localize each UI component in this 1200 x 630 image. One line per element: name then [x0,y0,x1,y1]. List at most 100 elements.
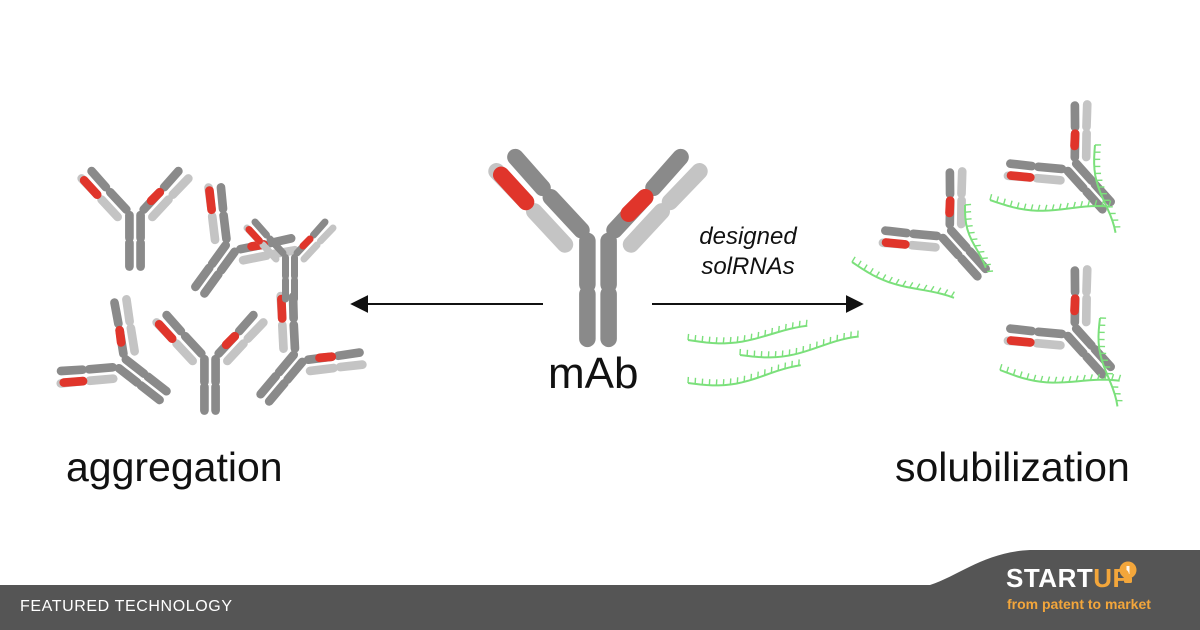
brand-logo[interactable]: STARTUP [1006,563,1130,594]
antibody-segment [946,226,971,252]
antibody-segment [207,240,231,269]
antibody-segment [154,320,177,343]
antibody-segment [622,203,670,253]
antibody-segment [162,310,186,336]
antibody-segment [1063,331,1088,358]
antibody-segment [1032,173,1065,185]
rna-layer [687,144,1123,407]
antibody-segment [1063,166,1088,193]
antibody-segment [277,320,288,353]
antibody-segment [115,325,126,347]
footer-bar [0,585,1200,630]
antibody-segment [148,195,173,222]
antibody-segment [85,374,118,386]
solubilized-antibody [878,167,990,281]
antibody-segment [1090,344,1115,372]
antibody-segment [881,238,910,249]
antibody-segment [264,378,289,406]
antibody-segment [251,218,270,239]
antibody-segment [238,251,271,265]
antibody-segment [159,166,183,192]
antibody-segment [299,235,314,250]
rna-strand [851,256,955,299]
rna-strand [1097,317,1123,407]
antibody-segment [908,229,942,241]
antibody-segment [1082,100,1092,132]
mab-label: mAb [548,349,639,398]
antibody-segment [289,320,300,353]
antibody-segment [907,240,940,252]
antibody-segment [126,323,139,356]
antibody-segment [1033,162,1067,174]
antibody-segment [1081,129,1091,162]
aggregated-antibody [256,291,367,406]
rna-strand [687,359,801,387]
antibody-segment [1081,294,1091,327]
antibody-segment [84,362,118,374]
rna-strand [989,193,1112,212]
antibody-segment [1070,266,1080,297]
antibody-segment [310,218,329,239]
antibody-segment [1071,324,1096,350]
antibody-segment [300,241,321,263]
antibody-segment [146,187,165,206]
solubilized-antibody [1003,265,1115,379]
antibody-segment [221,331,240,350]
antibody-segment [200,270,223,298]
arrow-caption-line1: designed [699,223,797,250]
antibody-segment [315,352,337,363]
antibody-segment [191,263,214,292]
antibody-segment [957,167,967,199]
antibody-segment [256,371,281,399]
antibody-segment [1070,101,1080,132]
antibody-segment [526,203,574,253]
antibody-layer [56,100,1115,415]
aggregation-label: aggregation [66,444,283,490]
antibody-segment [274,350,299,377]
aggregated-antibody [152,310,268,415]
brand-tagline: from patent to market [1007,596,1151,612]
solubilization-label: solubilization [895,444,1130,490]
antibody-segment [945,196,955,218]
antibody-segment [1006,171,1035,182]
antibody-segment [122,295,134,326]
antibody-segment [207,211,220,245]
aggregated-antibody [56,295,171,405]
solubilized-antibody [1003,100,1115,214]
antibody-segment [1032,338,1065,350]
rna-strand [1093,144,1121,233]
antibody-segment [180,331,206,358]
antibody-segment [283,357,307,384]
antibody-segment [172,339,197,366]
antibody-segment [335,360,367,372]
antibody-segment [245,226,263,245]
antibody-segment [492,166,535,211]
antibody-segment [259,241,280,263]
antibody-segment [957,254,982,281]
arrow-caption: designed solRNAs [668,222,828,282]
antibody-segment [965,246,990,274]
antibody-segment [881,226,912,238]
antibody-segment [234,310,258,336]
antibody-segment [97,195,122,222]
antibody-segment [1070,129,1080,151]
footer-caption: FEATURED TECHNOLOGY [20,598,233,615]
antibody-segment [114,363,142,387]
rna-strand [964,203,994,273]
antibody-segment [1006,336,1035,347]
antibody-segment [333,348,364,361]
antibody-segment [205,186,216,215]
aggregated-antibody [77,166,193,271]
antibody-segment [216,247,240,275]
antibody-segment [938,233,963,260]
antibody-segment [1082,265,1092,297]
antibody-segment [1070,294,1080,316]
antibody-segment [945,168,955,199]
antibody-segment [56,365,87,376]
brand-part-start: START [1006,563,1094,593]
rna-strand [739,330,859,359]
antibody-segment [317,224,337,245]
antibody-segment [305,363,338,376]
antibody-segment [1082,352,1107,379]
